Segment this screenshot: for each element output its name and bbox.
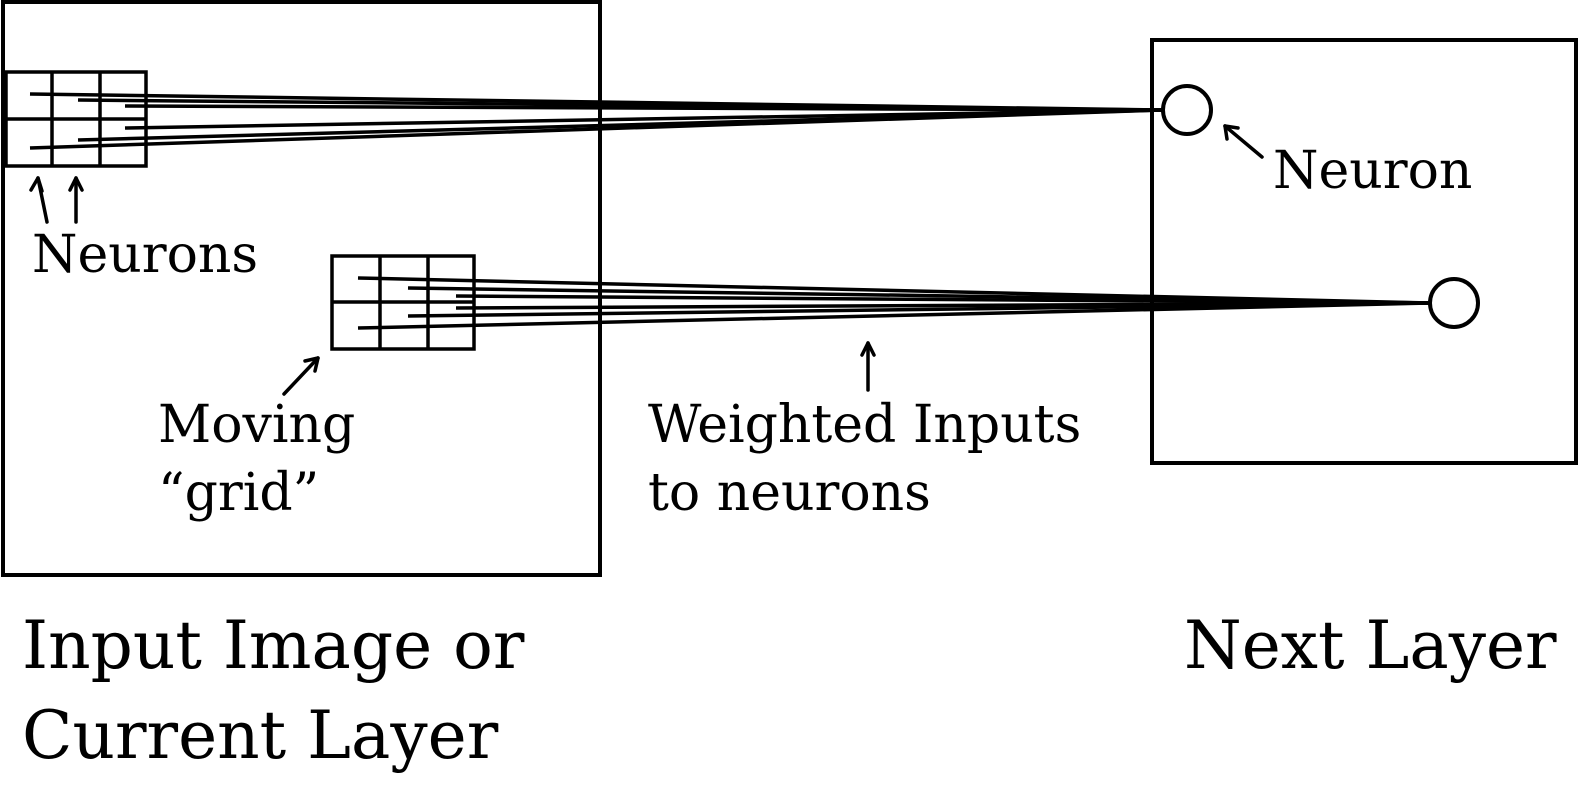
label-neurons: Neurons [32, 225, 258, 285]
grid-top-left [4, 70, 148, 168]
label-moving-line1: Moving [158, 395, 355, 455]
label-moving-line2: “grid” [158, 463, 319, 523]
label-input-line2: Current Layer [22, 697, 499, 774]
label-weighted-line2: to neurons [648, 463, 931, 523]
arrow-neurons-right [68, 176, 84, 224]
grid-moving [330, 254, 476, 351]
arrow-neuron [1223, 124, 1264, 159]
input-layer-box [1, 0, 602, 577]
arrow-moving-grid [282, 356, 320, 396]
label-weighted-line1: Weighted Inputs [648, 395, 1081, 455]
label-input-line1: Input Image or [22, 607, 525, 684]
arrows [29, 124, 1264, 396]
neuron-bottom-circle [1428, 277, 1480, 329]
connections-bottom [357, 276, 1431, 330]
neuron-top-circle [1161, 84, 1213, 136]
connections-top [29, 92, 1164, 150]
label-next-layer: Next Layer [1184, 607, 1557, 684]
label-neuron: Neuron [1273, 141, 1472, 201]
arrow-weighted-inputs [860, 341, 876, 392]
next-layer-box [1150, 38, 1578, 465]
arrow-neurons-left [29, 176, 49, 224]
